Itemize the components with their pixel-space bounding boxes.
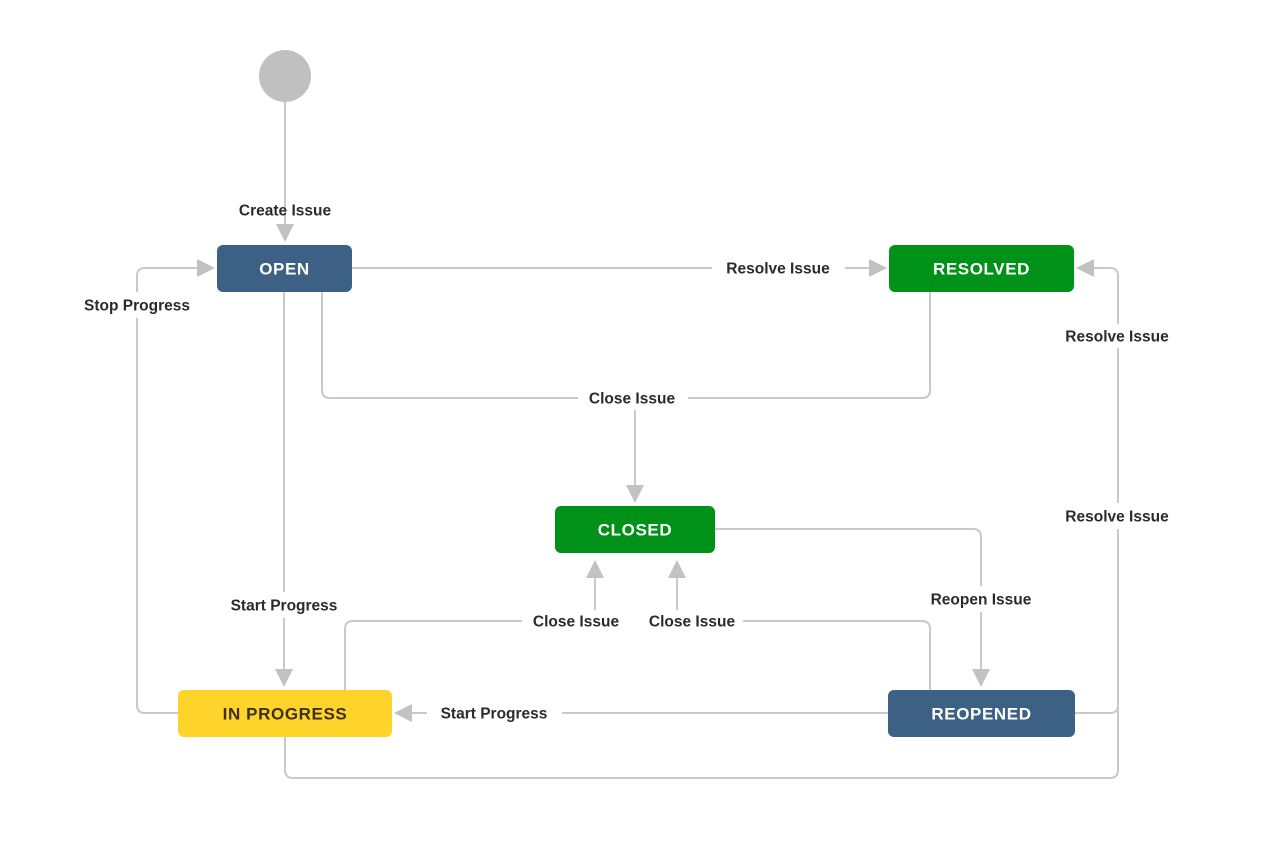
node-closed[interactable]: CLOSED	[555, 506, 715, 553]
edge-create-issue-arrowhead	[276, 224, 294, 242]
edge-closed-reopen-issue-line	[715, 528, 982, 586]
edge-reopened-close-issue-line	[743, 620, 931, 690]
edge-stop-progress-line	[136, 318, 178, 714]
edge-in-progress-resolve-issue[interactable]	[284, 259, 1119, 779]
node-open-label: OPEN	[259, 260, 310, 279]
edge-reopened-close-issue[interactable]	[668, 560, 931, 690]
edge-label-reopened-start-progress: Start Progress	[441, 706, 548, 723]
edge-open-resolve-issue-arrowhead	[869, 259, 887, 277]
edge-label-in-progress-close-issue: Close Issue	[533, 614, 620, 631]
edge-reopened-close-issue-arrowhead	[668, 560, 686, 578]
edge-close-issue-arrowhead	[626, 485, 644, 503]
edge-open-close-issue[interactable]	[321, 292, 931, 503]
edge-open-close-issue-line	[321, 292, 578, 399]
edge-label-in-progress-stop-progress: Stop Progress	[84, 298, 190, 315]
edge-in-progress-resolve-issue-arrowhead	[1076, 259, 1094, 277]
edge-closed-reopen-issue[interactable]	[715, 528, 990, 687]
node-in-progress[interactable]: IN PROGRESS	[178, 690, 392, 737]
edge-reopened-start-progress-arrowhead	[394, 704, 412, 722]
edge-closed-reopen-issue-arrowhead	[972, 669, 990, 687]
edge-label-reopened-close-issue: Close Issue	[649, 614, 736, 631]
edge-in-progress-close-issue-line	[344, 620, 522, 690]
edge-create-issue[interactable]	[276, 102, 294, 242]
start-node[interactable]	[259, 50, 311, 102]
edge-reopened-resolve-issue[interactable]	[1075, 529, 1119, 714]
edge-open-start-progress[interactable]	[275, 292, 293, 687]
edge-label-open-start-progress: Start Progress	[231, 598, 338, 615]
edge-label-open-close-issue: Close Issue	[589, 391, 676, 408]
edge-label-open-resolve-issue: Resolve Issue	[726, 261, 830, 278]
edge-label-closed-reopen-issue: Reopen Issue	[931, 592, 1032, 609]
node-resolved[interactable]: RESOLVED	[889, 245, 1074, 292]
edge-open-resolve-issue[interactable]	[352, 259, 887, 277]
node-reopened-box	[888, 690, 1075, 737]
edge-resolved-close-issue-line	[688, 292, 931, 399]
node-reopened-label: REOPENED	[931, 705, 1031, 724]
edge-label-in-progress-resolve-issue: Resolve Issue	[1065, 509, 1169, 526]
node-resolved-box	[889, 245, 1074, 292]
edge-in-progress-close-issue[interactable]	[344, 560, 604, 690]
node-resolved-label: RESOLVED	[933, 260, 1030, 279]
node-closed-label: CLOSED	[598, 521, 672, 540]
edge-reopened-resolve-issue-line	[1075, 529, 1119, 714]
edge-reopened-start-progress[interactable]	[394, 704, 888, 722]
edge-label-create-issue: Create Issue	[239, 203, 332, 220]
node-closed-box	[555, 506, 715, 553]
edge-in-progress-stop-progress[interactable]	[136, 259, 215, 714]
node-in-progress-label: IN PROGRESS	[223, 705, 348, 724]
edge-in-progress-resolve-issue-line	[284, 529, 1119, 779]
edge-in-progress-close-issue-arrowhead	[586, 560, 604, 578]
edge-stop-progress-line-2	[136, 267, 197, 292]
edge-open-start-progress-arrowhead	[275, 669, 293, 687]
edge-label-reopened-resolve-issue: Resolve Issue	[1065, 329, 1169, 346]
node-reopened[interactable]: REOPENED	[888, 690, 1075, 737]
node-open[interactable]: OPEN	[217, 245, 352, 292]
node-open-box	[217, 245, 352, 292]
node-in-progress-box	[178, 690, 392, 737]
edge-stop-progress-arrowhead	[197, 259, 215, 277]
edge-in-progress-resolve-issue-line-3	[1094, 267, 1119, 324]
